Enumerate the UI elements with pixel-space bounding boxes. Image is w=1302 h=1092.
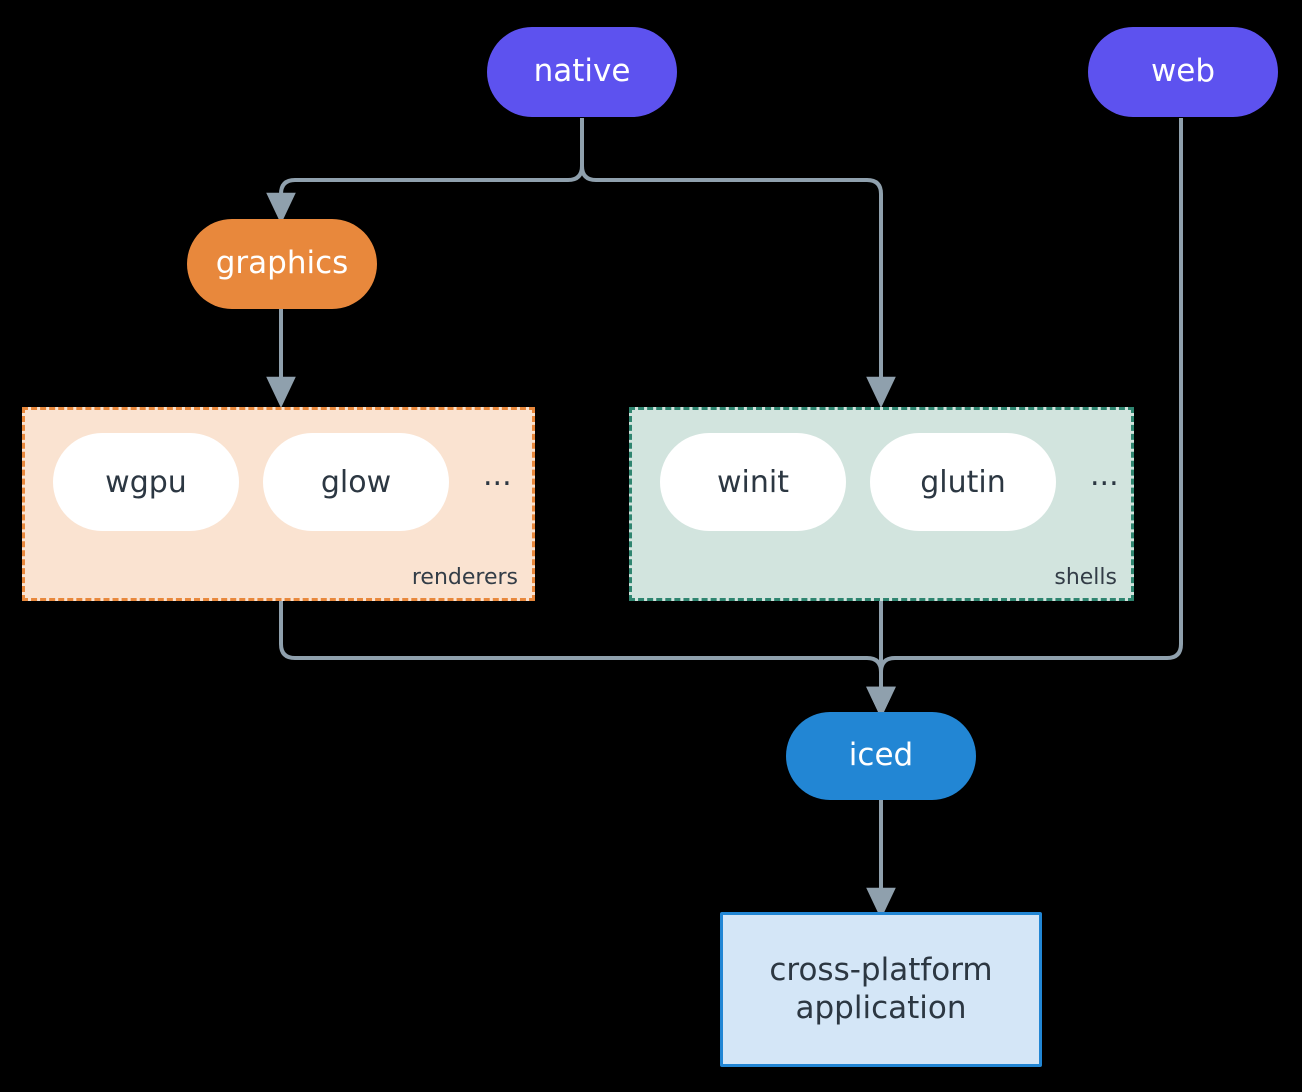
renderers-chip-row: wgpu glow ... [53,433,512,531]
node-cross-platform-application[interactable]: cross-platform application [720,912,1042,1067]
shells-overflow-ellipsis: ... [1090,458,1119,493]
chip-glow-label: glow [320,464,392,500]
node-graphics-label: graphics [215,245,349,282]
node-graphics[interactable]: graphics [187,219,377,309]
renderers-overflow-ellipsis: ... [483,458,512,493]
group-shells: winit glutin ... shells [629,407,1134,601]
chip-glutin[interactable]: glutin [870,433,1056,531]
node-web[interactable]: web [1088,27,1278,117]
chip-glow[interactable]: glow [263,433,449,531]
group-renderers-label: renderers [411,565,518,590]
group-renderers: wgpu glow ... renderers [22,407,535,601]
node-native[interactable]: native [487,27,677,117]
chip-winit[interactable]: winit [660,433,846,531]
chip-wgpu[interactable]: wgpu [53,433,239,531]
application-label-line1: cross-platform [769,951,993,988]
application-label-line2: application [795,989,967,1026]
edge-renderers-to-iced [279,601,896,719]
chip-wgpu-label: wgpu [105,464,187,500]
edge-native-to-shells [580,118,896,409]
shells-chip-row: winit glutin ... [660,433,1119,531]
node-web-label: web [1150,53,1216,90]
chip-glutin-label: glutin [920,464,1006,500]
node-iced[interactable]: iced [786,712,976,800]
node-iced-label: iced [848,737,914,774]
edge-native-to-graphics [266,118,584,225]
node-native-label: native [533,53,631,90]
group-shells-label: shells [1054,565,1117,590]
chip-winit-label: winit [717,464,789,500]
